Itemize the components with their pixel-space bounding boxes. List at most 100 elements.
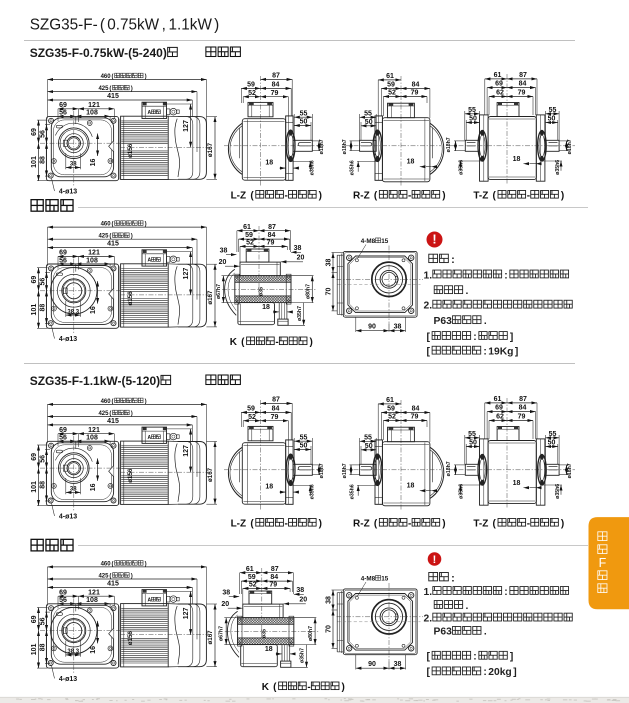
svg-text:0.75kW: 0.75kW — [107, 16, 159, 33]
svg-text:20: 20 — [297, 255, 305, 262]
svg-text:ø18h7: ø18h7 — [319, 139, 325, 154]
svg-text:69: 69 — [59, 589, 67, 596]
svg-text:): ) — [214, 16, 219, 33]
svg-text:F: F — [599, 556, 607, 570]
svg-text:ø35h6: ø35h6 — [458, 160, 464, 175]
svg-text:ø18h7: ø18h7 — [319, 463, 325, 478]
svg-text:87: 87 — [271, 566, 279, 573]
svg-text:59: 59 — [387, 82, 395, 89]
svg-text:SZG35-F-1.1kW-(5-120): SZG35-F-1.1kW-(5-120) — [30, 374, 160, 388]
svg-text:): ) — [561, 191, 564, 202]
svg-text:108: 108 — [86, 597, 98, 604]
svg-text:59: 59 — [247, 406, 255, 413]
svg-text:59: 59 — [247, 82, 255, 89]
svg-text:55: 55 — [300, 434, 308, 441]
svg-text:88: 88 — [39, 156, 46, 164]
svg-text:20kg: 20kg — [488, 667, 511, 678]
svg-text:15: 15 — [381, 576, 389, 583]
svg-text:20: 20 — [221, 601, 229, 608]
svg-text:415: 415 — [107, 418, 119, 425]
svg-text:101: 101 — [31, 304, 38, 316]
svg-text:59: 59 — [245, 232, 253, 239]
svg-text:56: 56 — [39, 278, 46, 286]
svg-text:69: 69 — [31, 453, 38, 461]
svg-text:ø67h7: ø67h7 — [219, 626, 225, 641]
svg-text:50: 50 — [548, 116, 556, 123]
svg-text:[: [ — [426, 347, 430, 358]
svg-text:84: 84 — [519, 81, 527, 88]
svg-text:16: 16 — [90, 646, 97, 654]
svg-text:ø35h6: ø35h6 — [458, 484, 464, 499]
svg-text:(: ( — [250, 191, 254, 202]
svg-text:460: 460 — [101, 222, 112, 228]
svg-text:16: 16 — [90, 483, 97, 491]
svg-text:59: 59 — [248, 574, 256, 581]
svg-text::: : — [504, 587, 507, 598]
svg-text:61: 61 — [494, 396, 502, 403]
svg-text:69: 69 — [59, 427, 67, 434]
svg-text:127: 127 — [183, 607, 190, 619]
svg-text:55: 55 — [364, 434, 372, 441]
svg-text:425: 425 — [98, 574, 109, 580]
svg-text:50: 50 — [365, 443, 373, 450]
svg-text:56: 56 — [59, 110, 67, 117]
svg-text:-: - — [275, 337, 278, 348]
svg-text:69: 69 — [31, 128, 38, 136]
svg-text:ø35h6: ø35h6 — [310, 160, 316, 175]
svg-text:ø18h7: ø18h7 — [446, 461, 452, 476]
svg-text:38.3: 38.3 — [67, 309, 79, 315]
svg-text:R-Z: R-Z — [353, 519, 370, 530]
svg-text:4-ø13: 4-ø13 — [59, 676, 77, 683]
svg-text:50: 50 — [365, 119, 373, 126]
svg-text:ø156: ø156 — [127, 143, 134, 158]
svg-text:ø35: ø35 — [259, 287, 265, 296]
svg-text:127: 127 — [183, 120, 190, 132]
svg-text:(: ( — [493, 191, 497, 202]
svg-text:84: 84 — [519, 405, 527, 412]
svg-text:(: ( — [250, 519, 254, 530]
svg-text::: : — [473, 332, 476, 343]
svg-text:61: 61 — [243, 224, 251, 231]
svg-text:]: ] — [515, 347, 518, 358]
svg-text:79: 79 — [271, 414, 279, 421]
svg-text:A: A — [147, 597, 151, 603]
svg-text:T-Z: T-Z — [473, 519, 488, 530]
svg-text:79: 79 — [518, 90, 526, 97]
svg-text:A: A — [147, 258, 151, 264]
svg-text:L-Z: L-Z — [231, 191, 247, 202]
svg-text:): ) — [145, 399, 147, 405]
svg-text:L-Z: L-Z — [231, 519, 247, 530]
svg-text:38: 38 — [394, 324, 402, 331]
svg-text:87: 87 — [272, 397, 280, 404]
svg-text:52: 52 — [388, 90, 396, 97]
svg-text:69: 69 — [59, 250, 67, 257]
svg-text:121: 121 — [88, 589, 100, 596]
svg-text:(: ( — [109, 86, 111, 92]
svg-text:T-Z: T-Z — [473, 191, 488, 202]
svg-text:56: 56 — [39, 130, 46, 138]
svg-text:79: 79 — [267, 240, 275, 247]
svg-text:ø156: ø156 — [127, 468, 134, 483]
svg-text:38: 38 — [325, 596, 332, 604]
svg-text:.: . — [466, 601, 469, 612]
svg-text:84: 84 — [272, 82, 280, 89]
svg-text:108: 108 — [86, 257, 98, 264]
svg-text:121: 121 — [88, 102, 100, 109]
svg-text:ø167: ø167 — [207, 290, 214, 305]
svg-text:ø18h7: ø18h7 — [567, 139, 573, 154]
svg-text:A: A — [147, 435, 151, 441]
svg-text:P63: P63 — [434, 627, 453, 638]
svg-text:(: ( — [109, 234, 111, 240]
svg-text:]: ] — [510, 332, 513, 343]
svg-text:ø35h7: ø35h7 — [297, 306, 303, 321]
svg-text:ø80h7: ø80h7 — [305, 284, 311, 299]
svg-text:38: 38 — [294, 245, 302, 252]
svg-text:18: 18 — [407, 483, 415, 490]
svg-text:61: 61 — [494, 72, 502, 79]
svg-text:20: 20 — [299, 597, 307, 604]
svg-text:ø18h7: ø18h7 — [446, 137, 452, 152]
svg-text:18: 18 — [262, 304, 270, 311]
svg-text:ø35h6: ø35h6 — [350, 160, 356, 175]
svg-text:-: - — [285, 191, 288, 202]
svg-text:ø35: ø35 — [261, 629, 267, 638]
